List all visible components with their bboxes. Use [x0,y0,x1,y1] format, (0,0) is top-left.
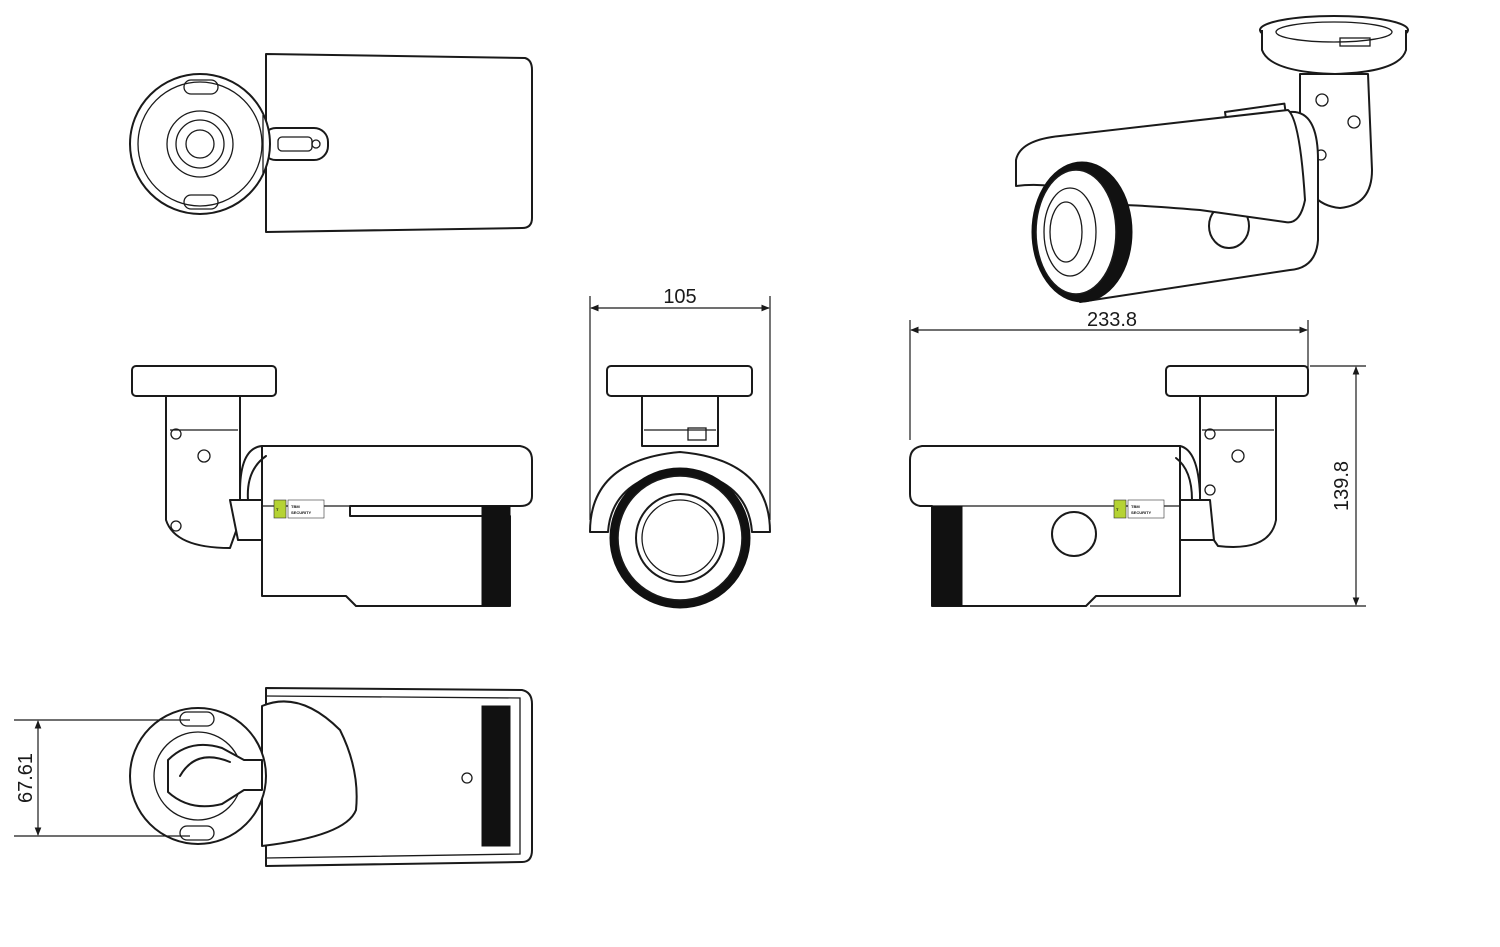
side-right-body [909,445,1181,607]
view-isometric [1015,15,1409,303]
logo-mark-2: T [1116,507,1119,512]
view-front [589,365,771,609]
side-right-mount [1165,365,1309,397]
dimension-mount-label: 67.61 [15,753,37,803]
mount-strap [261,127,329,161]
dimension-mount: 67.61 [14,719,190,837]
logo-text-1: TBM [291,504,300,509]
dimension-length-label: 233.8 [1087,309,1137,331]
mount-base [129,73,271,215]
dimension-length: 233.8 [909,309,1309,440]
front-mount [606,365,753,397]
view-rear-top [129,53,533,233]
side-right-front-band [931,505,963,607]
dimension-width-label: 105 [663,286,696,308]
camera-body [265,53,533,233]
logo-text-2: SECURITY [291,510,312,515]
dimension-height-label: 139.8 [1331,461,1353,511]
view-bottom [129,687,533,867]
view-side-right: T TBM SECURITY [909,365,1309,607]
side-left-mount [131,365,277,397]
dimension-height: 139.8 [1090,365,1366,607]
logo-mark: T [276,507,279,512]
logo-text-4: SECURITY [1131,510,1152,515]
logo-text-3: TBM [1131,504,1140,509]
dimension-width: 105 [589,286,771,520]
view-side-left: T TBM SECURITY [131,365,533,607]
side-left-front-band [481,505,511,607]
bottom-front-band [481,705,511,847]
